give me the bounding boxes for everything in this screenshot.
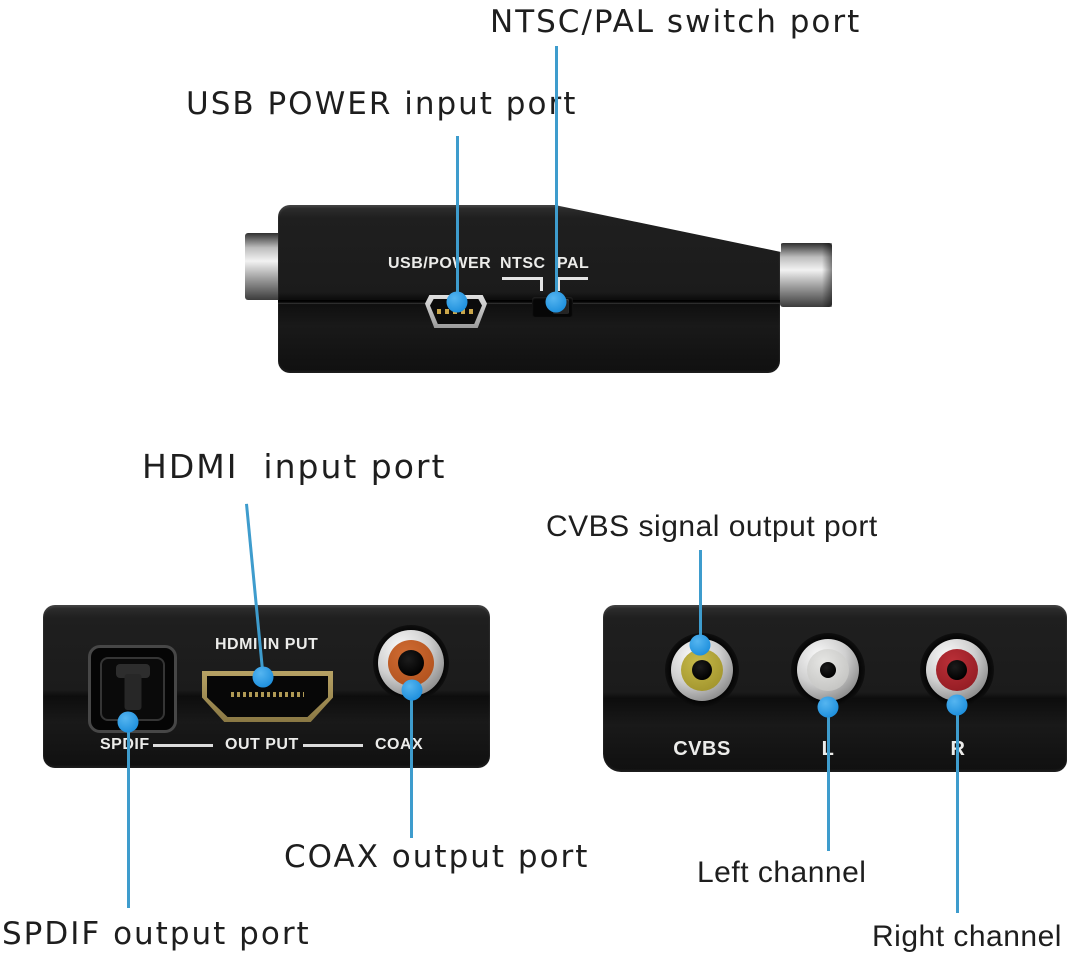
device-label-out-put: OUT PUT (225, 736, 299, 753)
case-seam (278, 300, 780, 304)
callout-line-left-channel (827, 707, 830, 851)
device-label-ntsc: NTSC (500, 255, 546, 272)
device-label-coax: COAX (375, 736, 424, 753)
top-right-corner-cut (550, 204, 781, 252)
device-body-top-view: USB/POWER NTSC PAL (278, 204, 781, 373)
device-label-usb-power: USB/POWER (388, 255, 492, 272)
callout-dot-cvbs (689, 634, 711, 656)
callout-line-usb-power (456, 136, 459, 302)
callout-dot-left-channel (817, 696, 839, 718)
callout-label-hdmi-input-port: HDMI input port (142, 447, 447, 486)
callout-label-left-channel: Left channel (697, 856, 867, 889)
jack-hole (947, 660, 967, 680)
ntsc-position-mark (502, 277, 543, 291)
converter-rca-view: CVBS L R (603, 605, 1067, 772)
jack-hole (820, 662, 836, 678)
callout-line-right-channel (956, 705, 959, 913)
callout-dot-spdif (117, 711, 139, 733)
pal-position-mark (557, 277, 588, 291)
jack-hole (398, 650, 424, 676)
callout-dot-ntsc-pal (545, 291, 567, 313)
device-label-pal: PAL (557, 255, 590, 272)
divider-dash (303, 744, 363, 747)
device-label-spdif: SPDIF (100, 736, 150, 753)
device-body-rca-view: CVBS L R (603, 605, 1067, 772)
device-label-hdmi-in-put: HDMI IN PUT (215, 636, 319, 653)
plug-end-cap (822, 243, 832, 307)
callout-line-spdif (127, 722, 130, 908)
callout-label-right-channel: Right channel (872, 920, 1062, 953)
toslink-stem (124, 674, 141, 710)
callout-label-spdif-output-port: SPDIF output port (2, 916, 311, 952)
callout-line-ntsc-pal (555, 46, 558, 302)
jack-hole (692, 660, 712, 680)
callout-label-ntsc-pal-switch-port: NTSC/PAL switch port (490, 4, 862, 40)
hdmi-pins (230, 692, 305, 697)
callout-line-cvbs (699, 550, 702, 645)
callout-label-cvbs-signal-output-port: CVBS signal output port (546, 510, 878, 543)
callout-label-coax-output-port: COAX output port (284, 839, 590, 875)
divider-dash (153, 744, 213, 747)
callout-dot-coax (401, 679, 423, 701)
rca-plug-right-side (780, 243, 832, 307)
callout-label-usb-power-input-port: USB POWER input port (186, 86, 578, 122)
callout-dot-usb-power (446, 291, 468, 313)
callout-line-coax (410, 690, 413, 838)
device-label-cvbs: CVBS (673, 738, 731, 760)
converter-top-view: USB/POWER NTSC PAL (245, 204, 832, 375)
callout-dot-right-channel (946, 694, 968, 716)
callout-dot-hdmi (252, 666, 274, 688)
